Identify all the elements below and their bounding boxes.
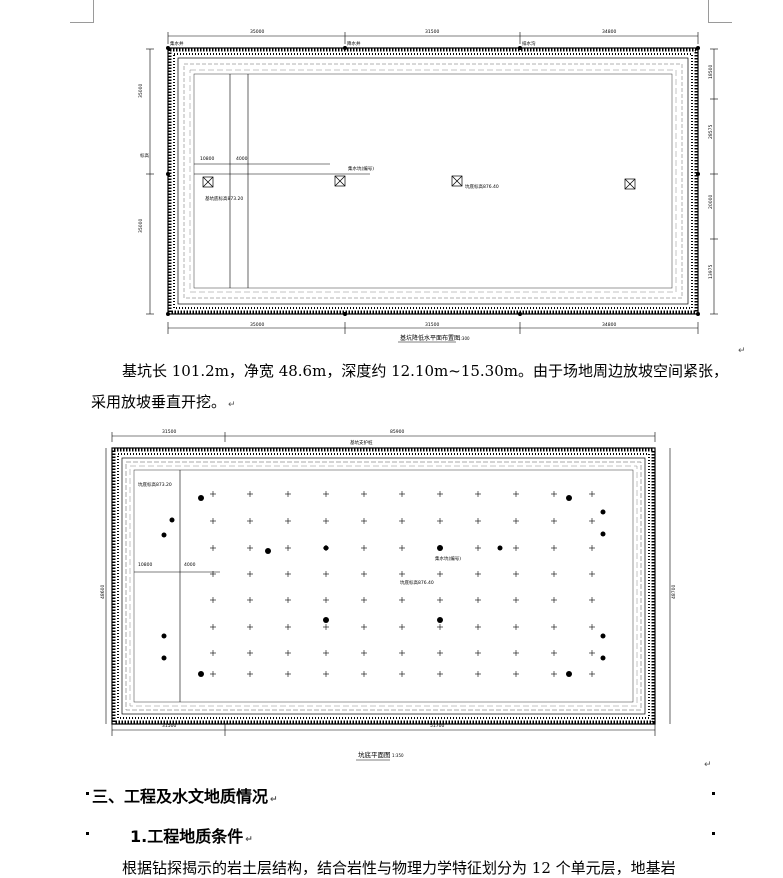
d2-note-2: 4000: [184, 562, 196, 568]
paragraph-mark: ↵: [245, 835, 253, 845]
paragraph-2-line-1-text: 根据钻探揭示的岩土层结构，结合岩性与物理力学特征划分为 12 个单元层，地基岩: [122, 859, 676, 877]
d1-dim-right-0: 18500: [708, 65, 714, 79]
d2-dim-top-left: 31500: [162, 429, 176, 435]
d1-note-3: 基坑底标高873.20: [205, 195, 243, 202]
d2-dim-top-total: 85900: [390, 429, 404, 435]
paragraph-2-line-1: 根据钻探揭示的岩土层结构，结合岩性与物理力学特征划分为 12 个单元层，地基岩: [122, 859, 676, 877]
d2-dim-bottom-left: 31500: [162, 723, 176, 729]
d1-title: 基坑降低水平面布置图: [400, 334, 460, 342]
d1-dim-left-0: 35000: [138, 84, 144, 98]
d2-note-0: 坑底标高873.20: [138, 481, 172, 488]
section-heading: 三、工程及水文地质情况↵: [92, 783, 278, 807]
paragraph-mark: ↵: [228, 400, 236, 410]
d1-dim-top-0: 35000: [250, 29, 264, 35]
d2-dim-left: 48600: [100, 585, 106, 599]
heading-bullet-right: [712, 792, 715, 795]
d1-dim-top-2: 34800: [602, 29, 616, 35]
d1-note-6: 10800: [200, 156, 214, 162]
d1-dim-right-1: 28575: [708, 125, 714, 139]
crop-mark-top-right-v: [708, 0, 709, 22]
d2-title: 坑底平面图: [358, 750, 391, 759]
d1-dim-top-1: 31500: [425, 29, 439, 35]
d1-dim-bottom-2: 34800: [602, 322, 616, 328]
d2-dim-right: 48700: [671, 585, 677, 599]
d2-note-1: 10800: [138, 562, 152, 568]
heading-bullet-left: [86, 792, 89, 795]
paragraph-mark: ↵: [270, 795, 278, 805]
subheading-bullet-left: [86, 832, 89, 835]
d1-dim-left-1: 35000: [138, 219, 144, 233]
paragraph-1-line-1-text: 基坑长 101.2m，净宽 48.6m，深度约 12.10m~15.30m。由于…: [122, 362, 728, 380]
subsection-heading-text: 1.工程地质条件: [130, 827, 244, 846]
d1-note-5: 坑底标高876.40: [465, 183, 499, 190]
d1-dim-bottom-1: 31500: [425, 322, 439, 328]
d1-note-0: 降水井: [347, 40, 361, 47]
crop-mark-top-left-h: [70, 22, 94, 23]
d1-dim-right-3: 13975: [708, 265, 714, 279]
d1-note-8: 标高: [140, 152, 149, 159]
pit-bottom-plan-drawing: 85900 31500 31500 51700 48600 48700 坑底标高…: [100, 429, 677, 761]
subheading-bullet-right: [712, 832, 715, 835]
paragraph-mark: ↵: [704, 760, 712, 770]
paragraph-mark: ↵: [738, 346, 746, 356]
paragraph-1-line-1: 基坑长 101.2m，净宽 48.6m，深度约 12.10m~15.30m。由于…: [122, 362, 728, 380]
crop-mark-top-right-h: [708, 22, 732, 23]
dewatering-plan-drawing: 35000 31500 34800 35000 31500 34800 3500…: [138, 29, 718, 343]
d2-note-3: 坑底标高876.40: [400, 579, 434, 586]
d1-note-4: 集水坑(编号): [348, 165, 374, 172]
d1-dim-right-2: 20000: [708, 195, 714, 209]
d2-note-5: 基坑支护桩: [350, 439, 373, 446]
d1-note-7: 4000: [236, 156, 248, 162]
d2-dim-bottom-right: 51700: [430, 723, 444, 729]
d1-note-1: 排水沟: [522, 40, 536, 47]
section-heading-text: 三、工程及水文地质情况: [92, 787, 269, 806]
d1-dim-bottom-0: 35000: [250, 322, 264, 328]
d1-note-2: 集水井: [170, 40, 184, 47]
d1-scale: 1:300: [458, 336, 470, 341]
paragraph-1-line-2-text: 采用放坡垂直开挖。: [91, 393, 227, 411]
d2-note-4: 集水坑(编号): [435, 555, 461, 562]
crop-mark-top-left-v: [93, 0, 94, 22]
paragraph-1-line-2: 采用放坡垂直开挖。↵: [91, 393, 236, 414]
subsection-heading: 1.工程地质条件↵: [130, 823, 253, 847]
d2-scale: 1:350: [392, 753, 404, 758]
